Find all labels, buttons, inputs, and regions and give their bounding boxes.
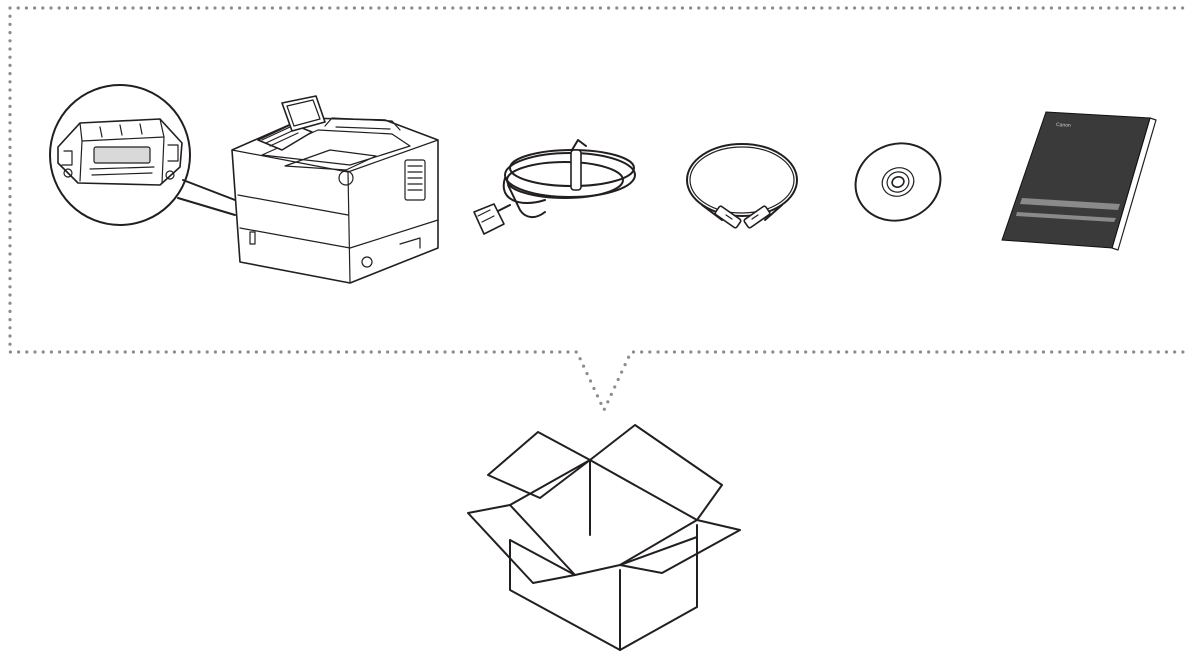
contents-callout-frame: [8, 6, 1192, 414]
manual-booklet-icon: Canon: [1001, 111, 1157, 251]
power-cord-icon: [473, 139, 636, 235]
toner-cartridge-icon: [49, 84, 236, 226]
manual-cover-brand: Canon: [1056, 122, 1071, 129]
open-box-icon: [467, 424, 741, 651]
printer-icon: [231, 95, 439, 284]
usb-cable-icon: [686, 143, 798, 229]
cd-rom-icon: [854, 142, 942, 222]
